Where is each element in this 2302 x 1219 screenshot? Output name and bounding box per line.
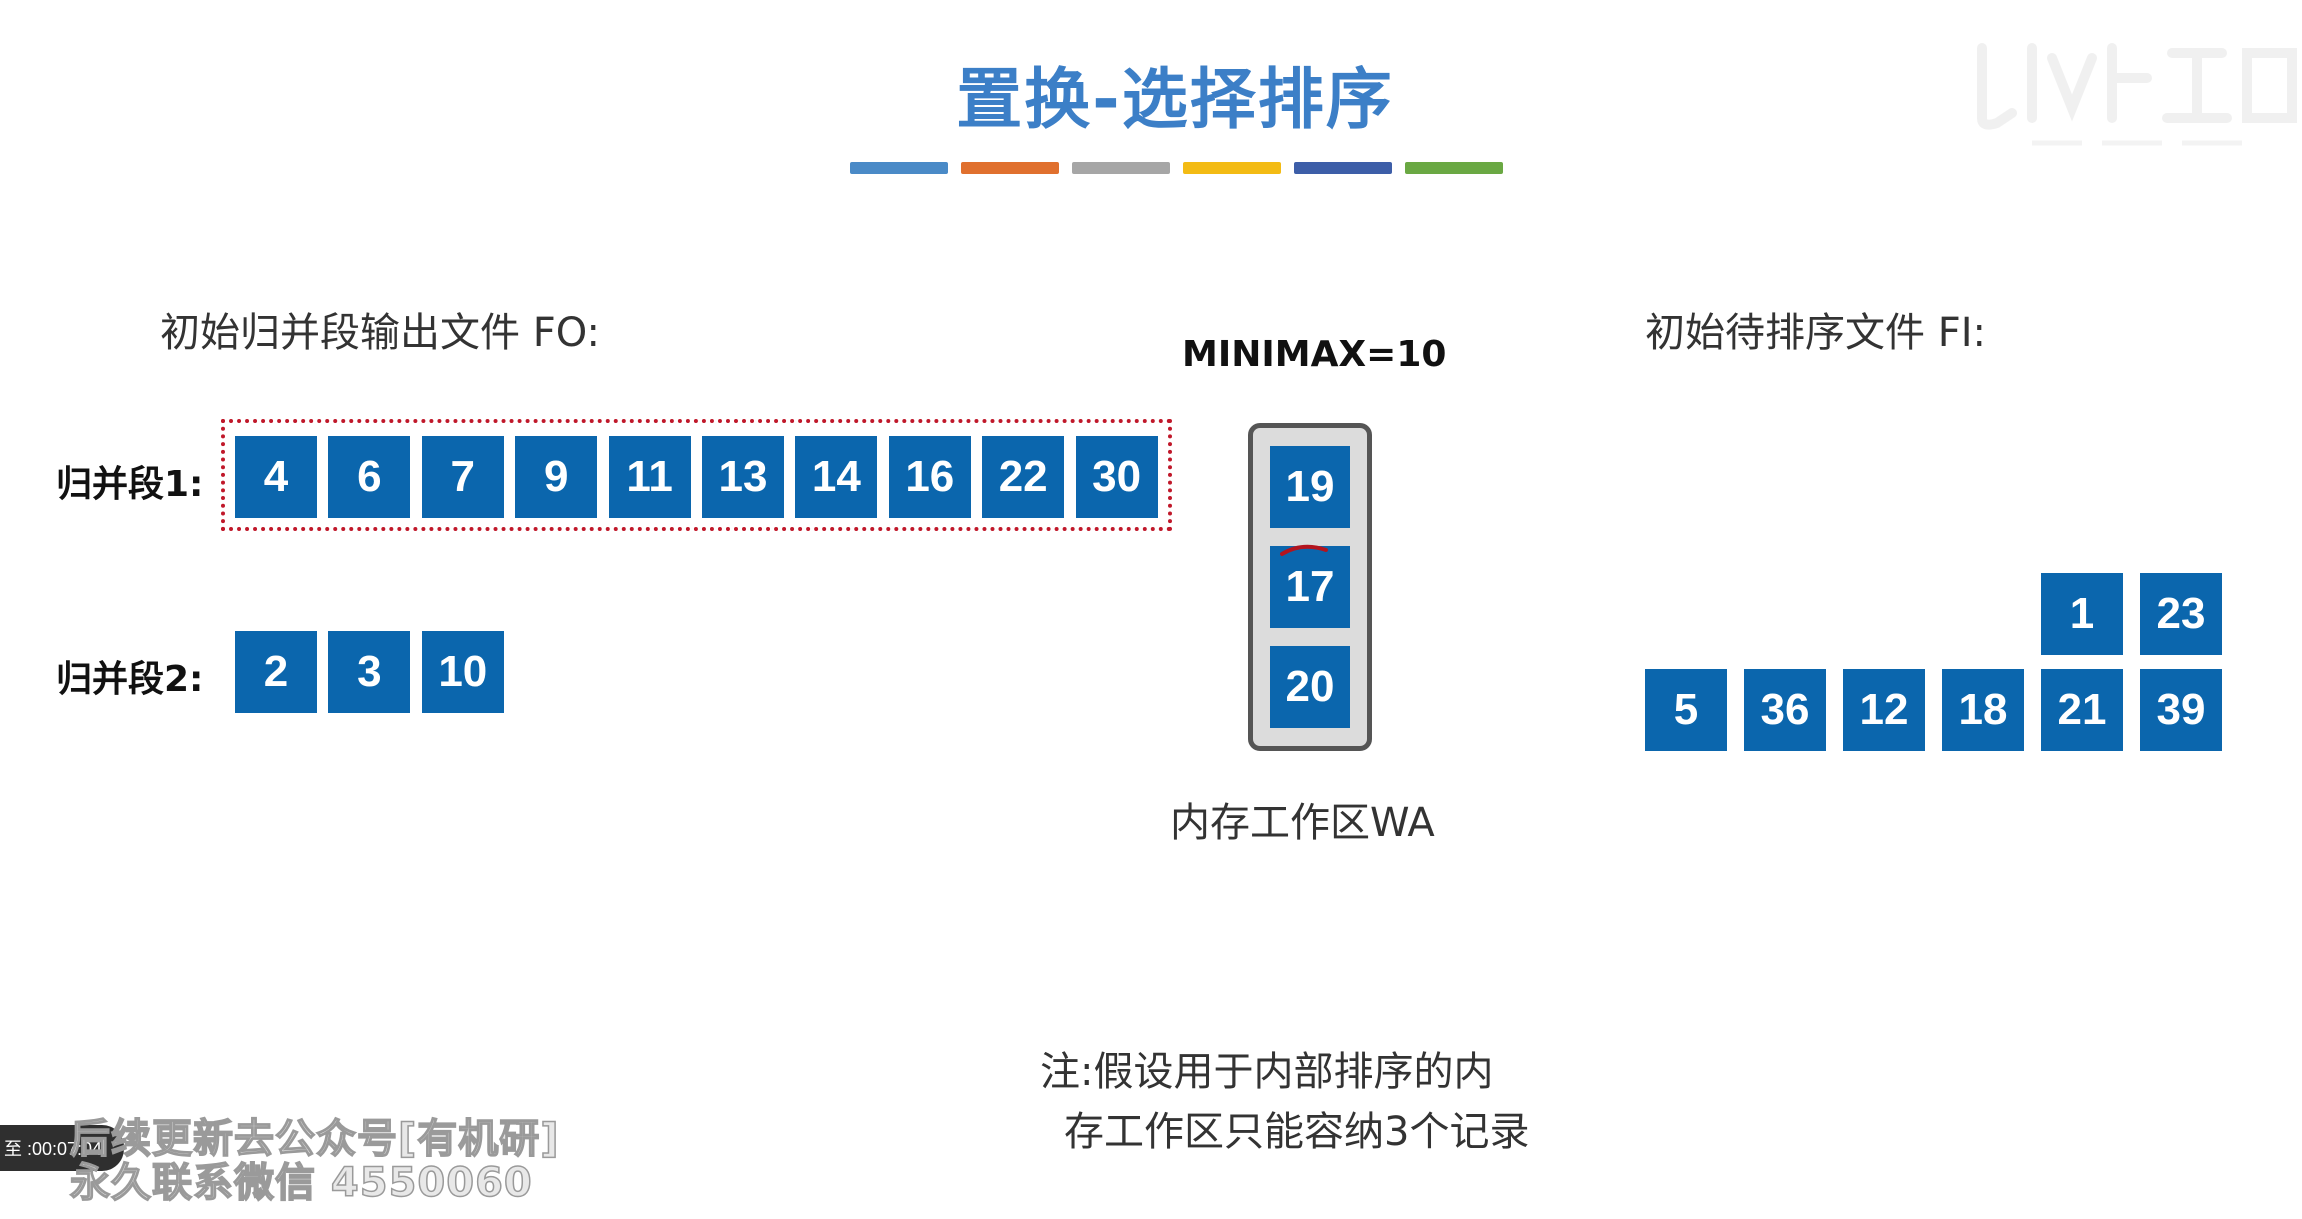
run1-label: 归并段1: — [56, 464, 204, 505]
run1-record-7: 14 — [795, 436, 878, 518]
wa-record-1: 19 — [1270, 446, 1350, 528]
wa-record-2: 17 — [1270, 546, 1350, 628]
run1-record-5: 11 — [608, 436, 691, 518]
time-badge: 至 :00:07:04 — [0, 1125, 124, 1171]
run1-record-6: 13 — [702, 436, 784, 518]
accent-bar-3 — [1072, 162, 1170, 174]
promo-line-1: 后续更新去公众号[有机研] — [69, 1115, 560, 1163]
run2-label: 归并段2: — [56, 659, 204, 700]
note-line-2: 存工作区只能容纳3个记录 — [1064, 1109, 1530, 1155]
run2-record-1: 2 — [235, 631, 317, 713]
accent-bar-6 — [1405, 162, 1503, 174]
run1-record-3: 7 — [421, 436, 504, 518]
promo-line-2: 永久联系微信 4550060 — [69, 1159, 533, 1207]
pen-mark-icon — [1280, 544, 1328, 556]
run1-record-2: 6 — [328, 436, 411, 518]
watermark-logo-icon — [1977, 43, 2297, 146]
fi-label: 初始待排序文件 FI: — [1645, 310, 1986, 356]
note: 注:假设用于内部排序的内 存工作区只能容纳3个记录 — [1040, 1042, 1620, 1162]
run1-record-10: 30 — [1075, 436, 1158, 518]
fi-record-bottom-6: 39 — [2140, 669, 2222, 751]
note-line-1: 注:假设用于内部排序的内 — [1040, 1049, 1494, 1095]
accent-bar-1 — [850, 162, 948, 174]
run2-record-2: 3 — [328, 631, 411, 713]
slide-title: 置换-选择排序 — [956, 61, 1394, 138]
wa-record-3: 20 — [1270, 646, 1350, 728]
accent-bar-2 — [961, 162, 1059, 174]
run1-record-8: 16 — [888, 436, 971, 518]
run1-frame — [221, 419, 1172, 531]
fi-record-top-1: 1 — [2041, 573, 2123, 655]
minimax-label: MINIMAX=10 — [1182, 334, 1447, 375]
run2-record-3: 10 — [421, 631, 504, 713]
accent-bar-5 — [1294, 162, 1392, 174]
fi-record-bottom-5: 21 — [2041, 669, 2123, 751]
fi-record-top-2: 23 — [2140, 573, 2222, 655]
fi-record-bottom-1: 5 — [1645, 669, 1727, 751]
run1-record-4: 9 — [515, 436, 598, 518]
wa-label: 内存工作区WA — [1170, 800, 1435, 846]
fi-record-bottom-2: 36 — [1744, 669, 1826, 751]
fi-record-bottom-3: 12 — [1843, 669, 1925, 751]
run1-record-1: 4 — [235, 436, 317, 518]
fi-record-bottom-4: 18 — [1942, 669, 2024, 751]
fo-label: 初始归并段输出文件 FO: — [160, 310, 600, 356]
accent-bar-4 — [1183, 162, 1281, 174]
run1-record-9: 22 — [982, 436, 1065, 518]
